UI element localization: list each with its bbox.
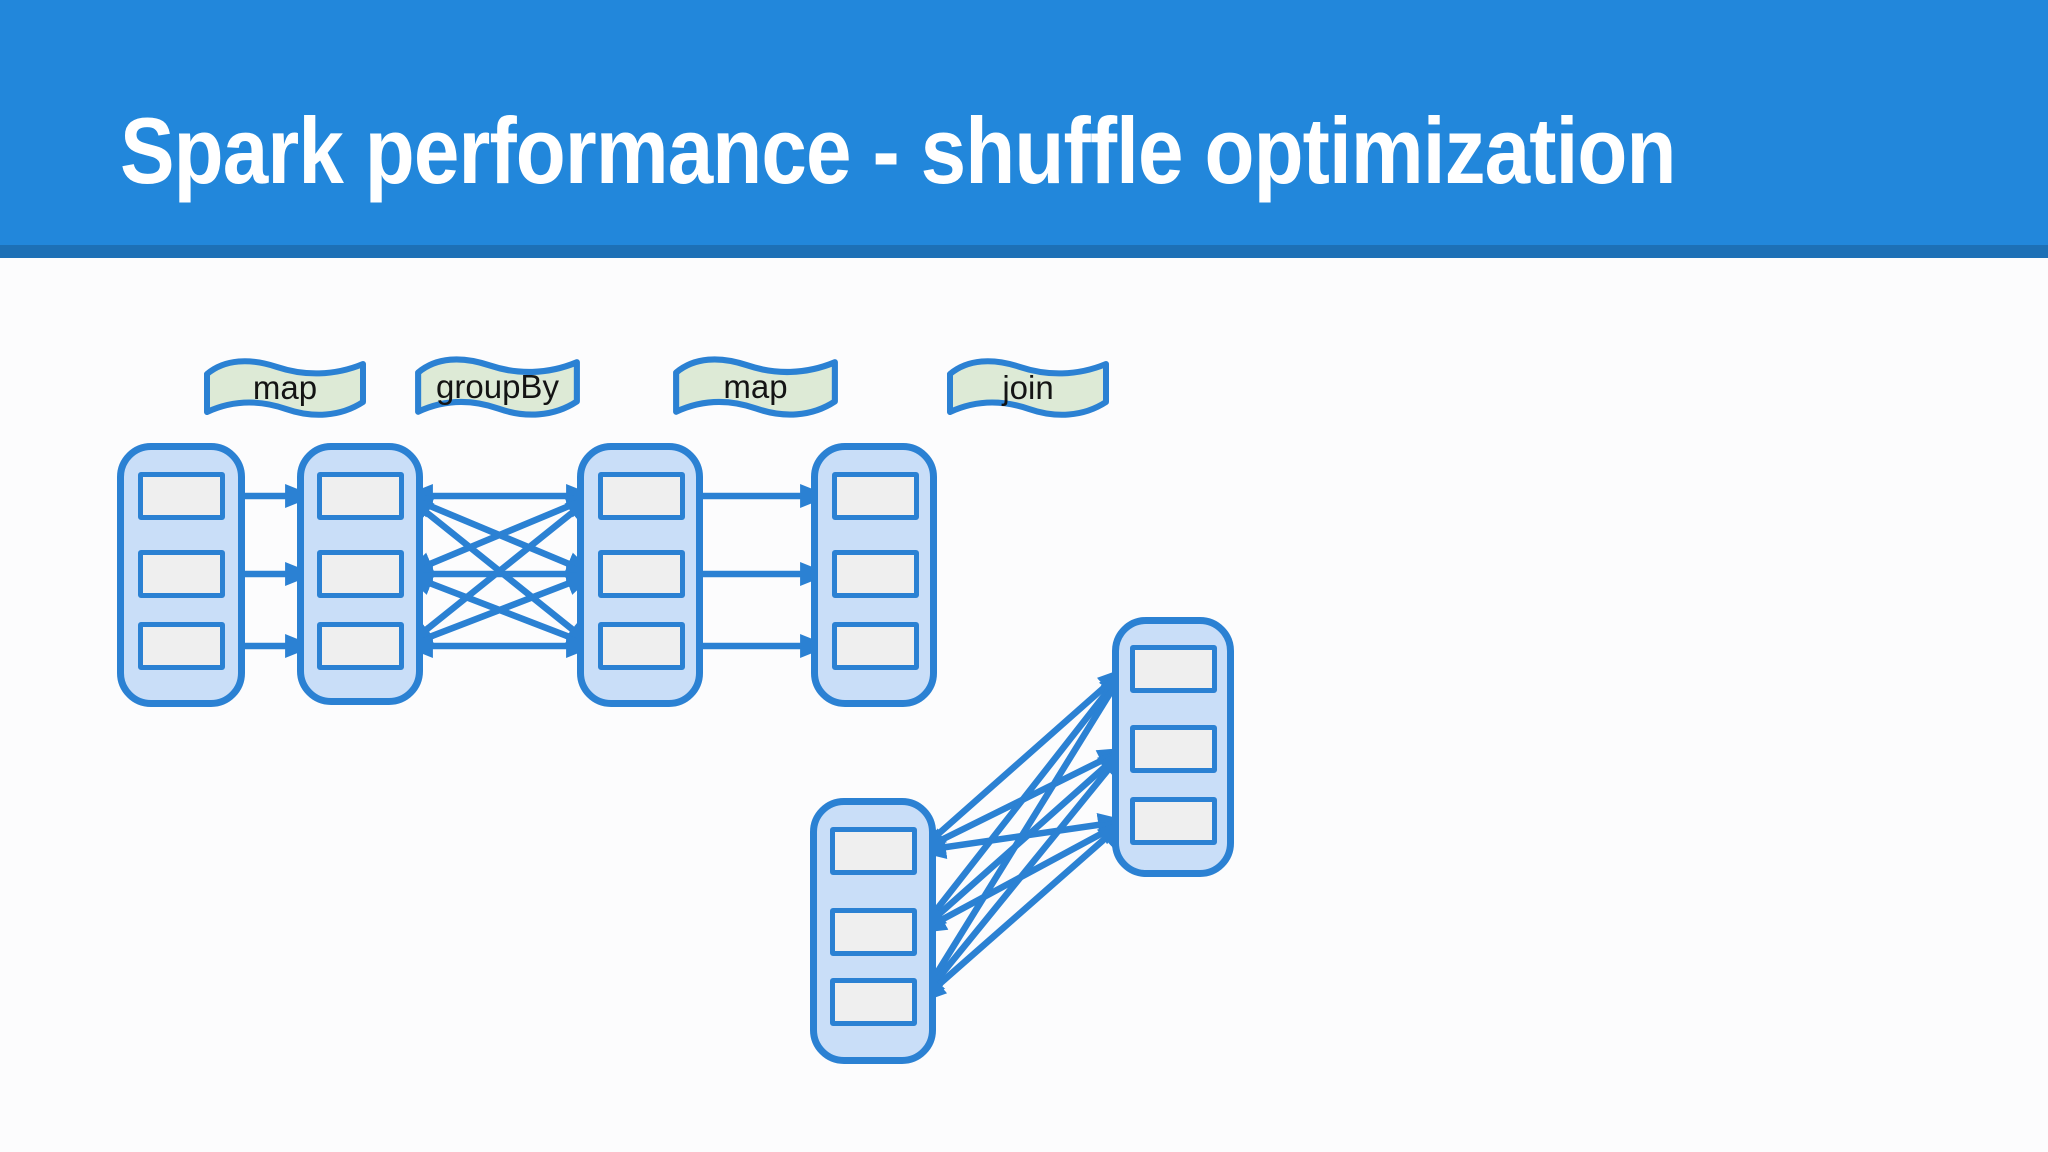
- operation-label: map: [723, 368, 788, 405]
- operation-flag-join: join: [943, 355, 1113, 421]
- partition-box: [317, 472, 404, 520]
- partition-box: [598, 622, 685, 670]
- slide-title: Spark performance - shuffle optimization: [120, 98, 1676, 203]
- flag-wave-icon: [415, 356, 580, 418]
- operation-flag-groupby: groupBy: [411, 353, 584, 421]
- partition-box: [830, 978, 917, 1026]
- partition-box: [1130, 645, 1217, 693]
- flag-wave-icon: [947, 358, 1109, 418]
- header-accent-strip: [0, 245, 2048, 258]
- partition-box: [832, 550, 919, 598]
- partition-box: [832, 472, 919, 520]
- partition-box: [830, 908, 917, 956]
- partition-box: [1130, 725, 1217, 773]
- operation-label: join: [1002, 369, 1054, 406]
- operation-label: groupBy: [436, 368, 559, 405]
- partition-box: [317, 550, 404, 598]
- partition-box: [598, 550, 685, 598]
- partition-box: [1130, 797, 1217, 845]
- partition-box: [830, 827, 917, 875]
- partition-box: [138, 472, 225, 520]
- partition-box: [138, 622, 225, 670]
- partition-box: [598, 472, 685, 520]
- header-bar: [0, 0, 2048, 245]
- shuffle-diagram: map groupBy map join: [0, 258, 2048, 1152]
- operation-flag-map-1: map: [200, 355, 370, 421]
- partition-box: [138, 550, 225, 598]
- flag-wave-icon: [204, 358, 366, 418]
- operation-flag-map-2: map: [669, 353, 842, 421]
- partition-box: [317, 622, 404, 670]
- operation-label: map: [252, 369, 318, 406]
- partition-box: [832, 622, 919, 670]
- flag-wave-icon: [673, 356, 838, 418]
